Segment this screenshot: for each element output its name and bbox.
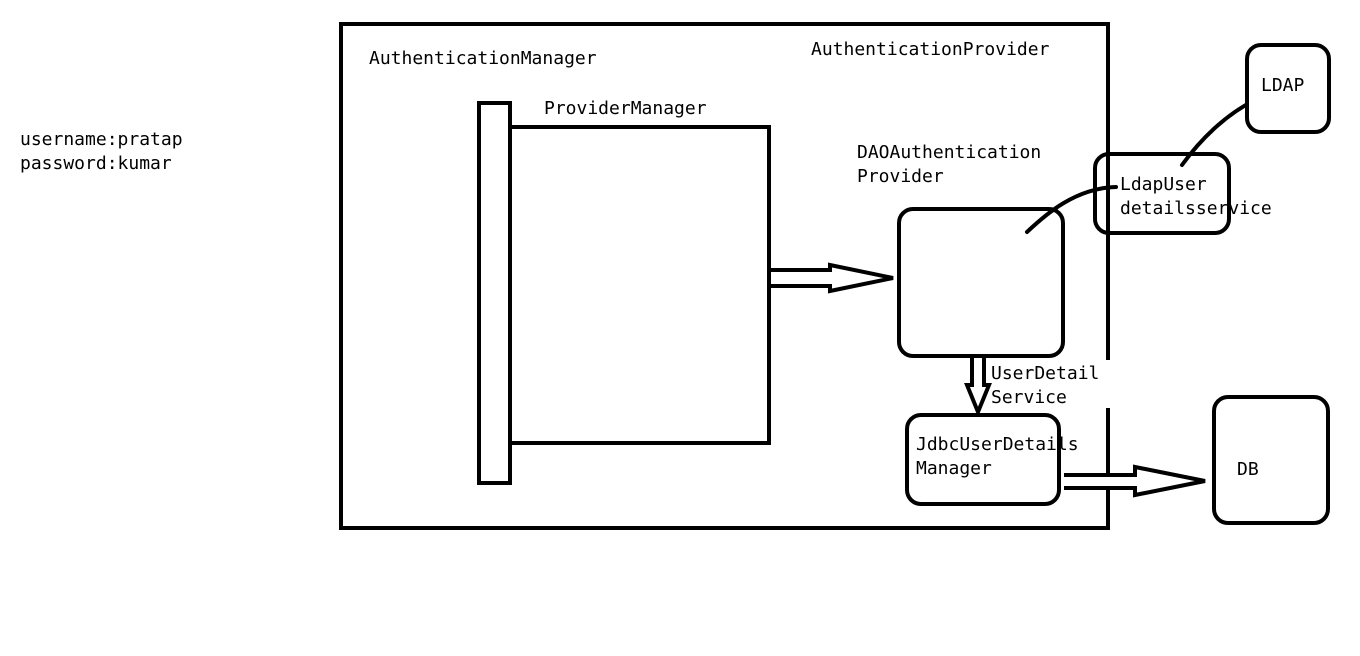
jdbc-to-db-arrow <box>1064 464 1206 498</box>
jdbc-label-line2: Manager <box>916 458 992 479</box>
provider-to-dao-arrow <box>771 262 894 294</box>
dao-provider-label-line2: Provider <box>857 166 944 187</box>
authentication-manager-box <box>339 22 1110 530</box>
user-detail-service-label-line1: UserDetail <box>991 363 1099 384</box>
db-box <box>1212 395 1330 525</box>
dao-to-jdbc-arrow <box>964 358 992 418</box>
provider-manager-bar <box>477 101 512 485</box>
dao-provider-label-line1: DAOAuthentication <box>857 142 1041 163</box>
username-text: username:pratap <box>20 129 183 150</box>
dao-provider-box <box>897 207 1065 358</box>
provider-manager-label: ProviderManager <box>544 98 707 119</box>
user-detail-service-label-line2: Service <box>991 387 1067 408</box>
ldap-user-details-service-box <box>1093 152 1231 235</box>
jdbc-label-line1: JdbcUserDetails <box>916 434 1079 455</box>
ldap-box <box>1245 43 1331 134</box>
provider-manager-box <box>508 125 771 445</box>
ldap-user-label-line1: LdapUser <box>1120 174 1207 195</box>
password-text: password:kumar <box>20 153 172 174</box>
jdbc-user-details-manager-box <box>905 413 1061 506</box>
authentication-manager-label: AuthenticationManager <box>369 48 597 69</box>
db-label: DB <box>1237 459 1259 480</box>
dao-to-ldap-user-connector <box>1025 185 1118 234</box>
ldap-user-label-line2: detailsservice <box>1120 198 1272 219</box>
authentication-provider-label: AuthenticationProvider <box>811 39 1050 60</box>
ldap-label: LDAP <box>1261 75 1305 96</box>
